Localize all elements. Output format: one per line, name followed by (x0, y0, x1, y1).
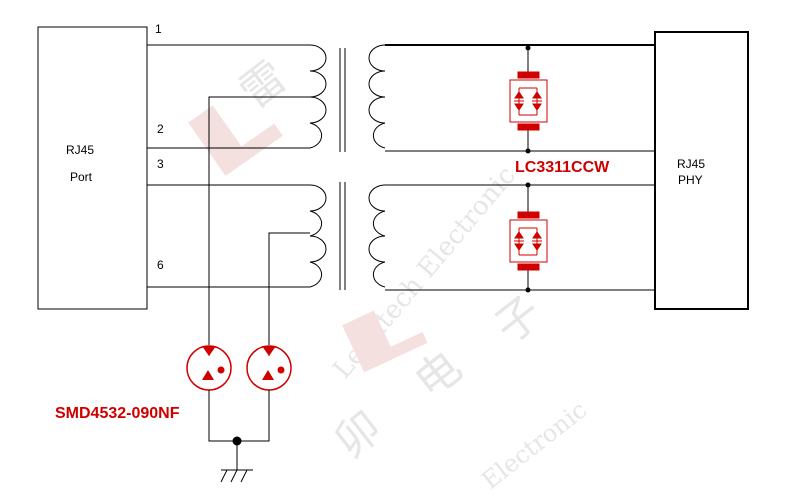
ground-junction (232, 436, 242, 446)
rj45-phy-box (654, 31, 749, 310)
pin-6-label: 6 (157, 258, 164, 272)
watermark-char-1: 雷 (230, 51, 296, 118)
pin-1-label: 1 (155, 22, 162, 36)
right-wiring (385, 44, 655, 291)
watermark-char-2: 卯 (325, 401, 391, 468)
left-wiring (147, 44, 310, 345)
port-label-line2: Port (70, 170, 93, 184)
junction-dots (525, 45, 531, 293)
watermark-char-3: 电 (405, 341, 471, 408)
rj45-port-box (37, 26, 148, 310)
pin-3-label: 3 (157, 157, 164, 171)
watermark: 雷 卯 电 子 Leiditech Electronic Electronic (188, 51, 592, 495)
watermark-english: Electronic (476, 396, 592, 495)
tvs-diode-bottom (509, 211, 548, 271)
gdt-left (186, 345, 232, 391)
transformer-bottom (309, 182, 386, 290)
gdt-part-label: SMD4532-090NF (55, 405, 180, 422)
tvs-diode-top (509, 71, 548, 131)
pin-2-label: 2 (157, 122, 164, 136)
phy-label-line1: RJ45 (677, 157, 705, 171)
gdt-right (246, 345, 292, 391)
tvs-part-label: LC3311CCW (515, 159, 610, 176)
watermark-logo (188, 105, 428, 373)
port-label-line1: RJ45 (66, 143, 94, 157)
watermark-char-4: 子 (485, 286, 551, 353)
phy-label-line2: PHY (678, 173, 703, 187)
transformer-top (309, 44, 386, 152)
ground-wiring (208, 390, 270, 483)
